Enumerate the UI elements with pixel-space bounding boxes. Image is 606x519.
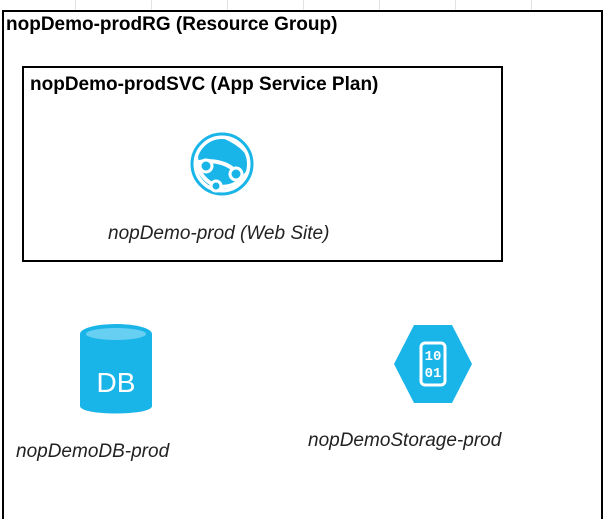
sql-database-icon: DB xyxy=(80,324,152,414)
app-service-plan-container xyxy=(22,66,503,262)
storage-account-icon: 10 01 xyxy=(394,325,472,403)
db-icon-text: DB xyxy=(97,367,136,398)
app-service-plan-title: nopDemo-prodSVC (App Service Plan) xyxy=(30,74,379,95)
background-grid xyxy=(0,0,606,10)
resource-group-title: nopDemo-prodRG (Resource Group) xyxy=(6,14,338,35)
storage-label: nopDemoStorage-prod xyxy=(308,430,502,451)
storage-icon-text-line1: 10 xyxy=(425,349,442,365)
web-app-globe-icon xyxy=(190,132,254,196)
web-site-label: nopDemo-prod (Web Site) xyxy=(108,223,330,244)
storage-icon-text-line2: 01 xyxy=(425,366,442,382)
database-label: nopDemoDB-prod xyxy=(16,441,170,462)
